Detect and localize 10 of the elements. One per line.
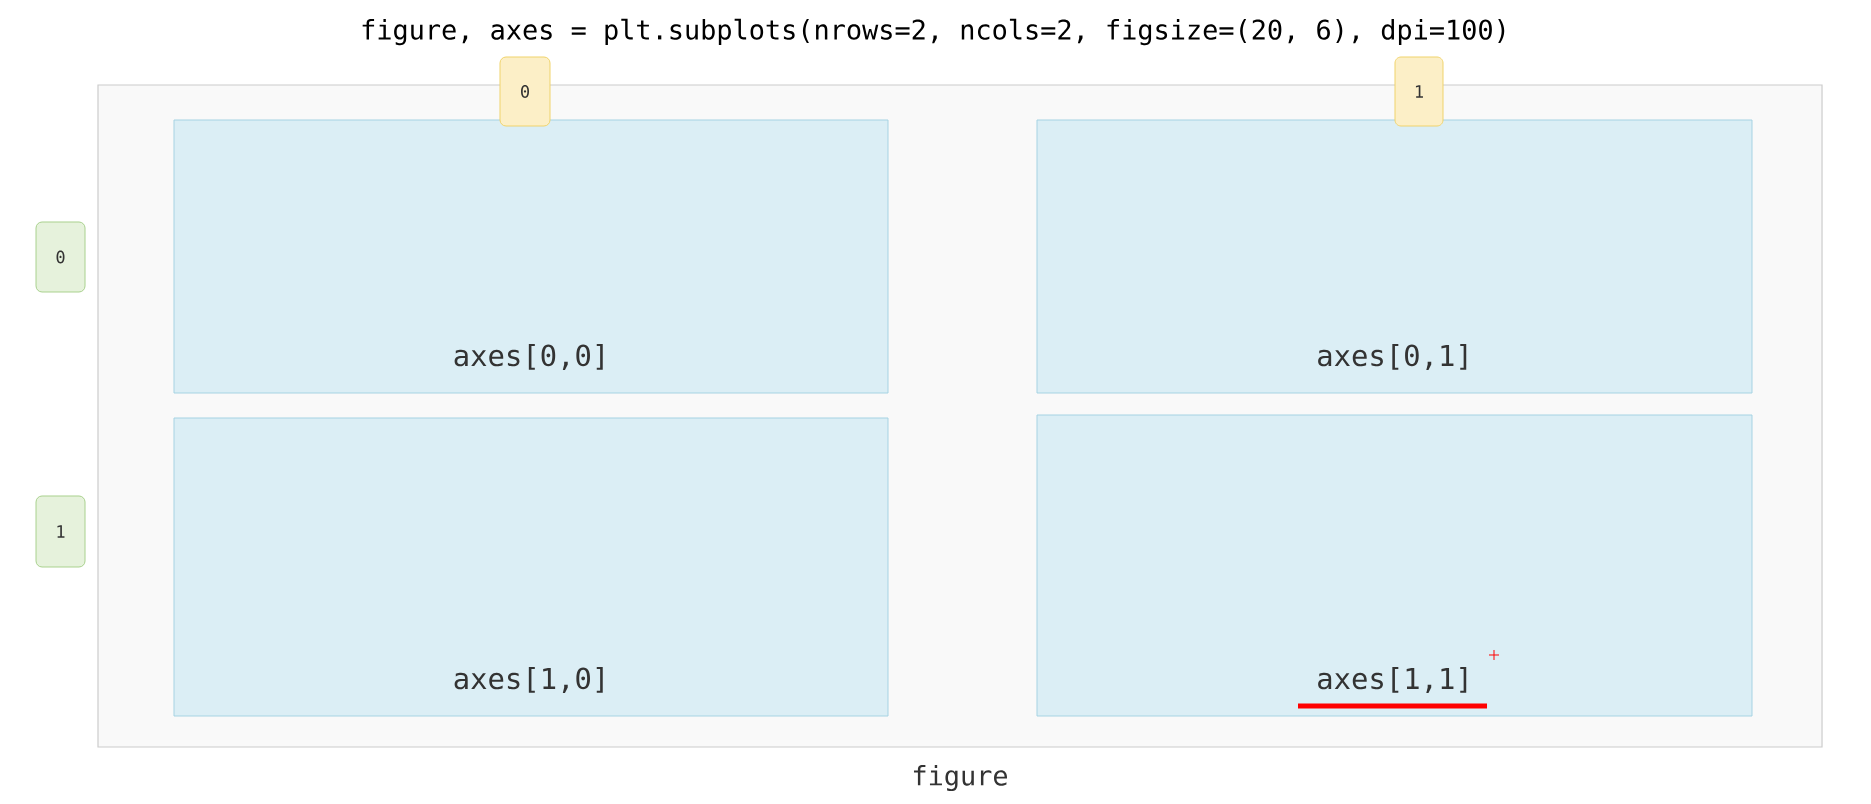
column-index-badge: 0 bbox=[499, 56, 551, 127]
axes-box: axes[1,1] bbox=[1036, 414, 1753, 717]
row-index-badge: 1 bbox=[35, 495, 86, 568]
row-index-badge: 0 bbox=[35, 221, 86, 293]
title: figure, axes = plt.subplots(nrows=2, ncols=2, figsize=(20, 6), dpi=100) bbox=[362, 18, 1505, 46]
axes-box: axes[1,0] bbox=[173, 417, 889, 717]
axes-box: axes[0,1] bbox=[1036, 119, 1753, 394]
column-index-badge: 1 bbox=[1394, 56, 1444, 127]
node-label: figure bbox=[913, 764, 1007, 792]
axes-box: axes[0,0] bbox=[173, 119, 889, 394]
